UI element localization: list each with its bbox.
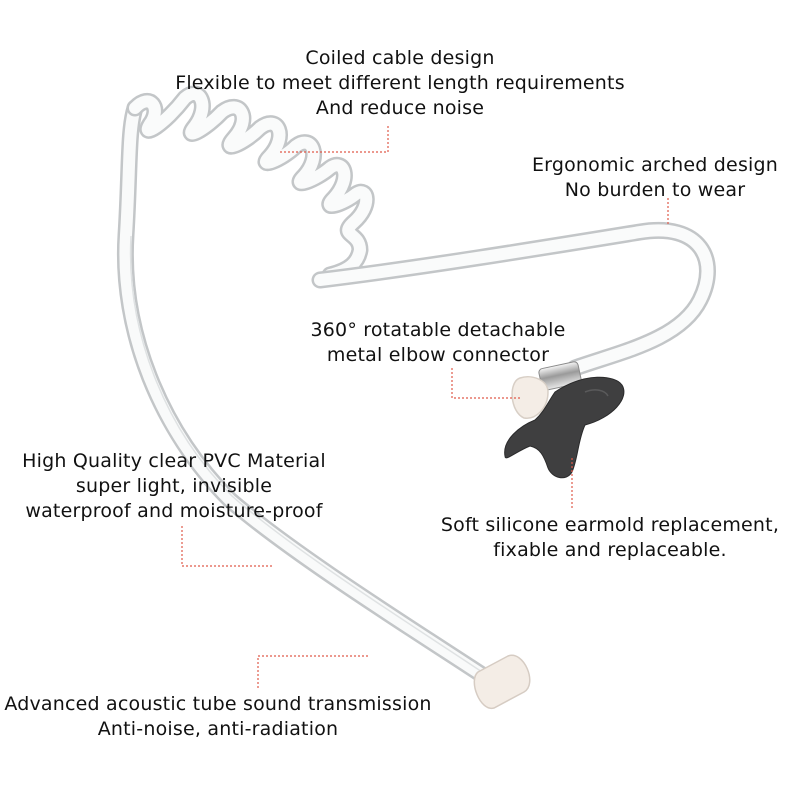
caption-line: Ergonomic arched design xyxy=(531,154,779,176)
leader-lines xyxy=(181,126,669,688)
leader-line-coil xyxy=(278,126,389,153)
caption-line: 360° rotatable detachable xyxy=(310,319,566,341)
coiled-cable xyxy=(126,85,375,284)
caption-line: metal elbow connector xyxy=(326,344,550,366)
silicone-earmold xyxy=(504,376,625,479)
caption-elbow-connector: 360° rotatable detachable metal elbow co… xyxy=(300,318,576,368)
caption-line: waterproof and moisture-proof xyxy=(25,500,323,522)
caption-line: No burden to wear xyxy=(564,179,746,201)
caption-arched-design: Ergonomic arched design No burden to wea… xyxy=(520,153,790,203)
caption-earmold: Soft silicone earmold replacement, fixab… xyxy=(430,513,790,563)
tube-tip xyxy=(473,654,531,709)
caption-line: Flexible to meet different length requir… xyxy=(175,72,625,94)
arched-tube xyxy=(311,222,716,377)
acoustic-tube xyxy=(116,99,514,699)
leader-line-tube xyxy=(257,655,370,688)
caption-line: Anti-noise, anti-radiation xyxy=(97,718,339,740)
leader-line-elbow xyxy=(451,368,522,399)
caption-line: Advanced acoustic tube sound transmissio… xyxy=(4,693,432,715)
caption-acoustic-tube: Advanced acoustic tube sound transmissio… xyxy=(0,692,436,742)
caption-line: Soft silicone earmold replacement, xyxy=(440,514,780,536)
leader-line-pvc xyxy=(181,526,272,567)
caption-line: super light, invisible xyxy=(75,475,273,497)
caption-line: High Quality clear PVC Material xyxy=(22,450,326,472)
caption-line: Coiled cable design xyxy=(305,47,495,69)
caption-line: fixable and replaceable. xyxy=(493,539,727,561)
caption-line: And reduce noise xyxy=(315,97,485,119)
caption-coiled-cable: Coiled cable design Flexible to meet dif… xyxy=(150,46,650,121)
caption-pvc-material: High Quality clear PVC Material super li… xyxy=(10,449,338,524)
